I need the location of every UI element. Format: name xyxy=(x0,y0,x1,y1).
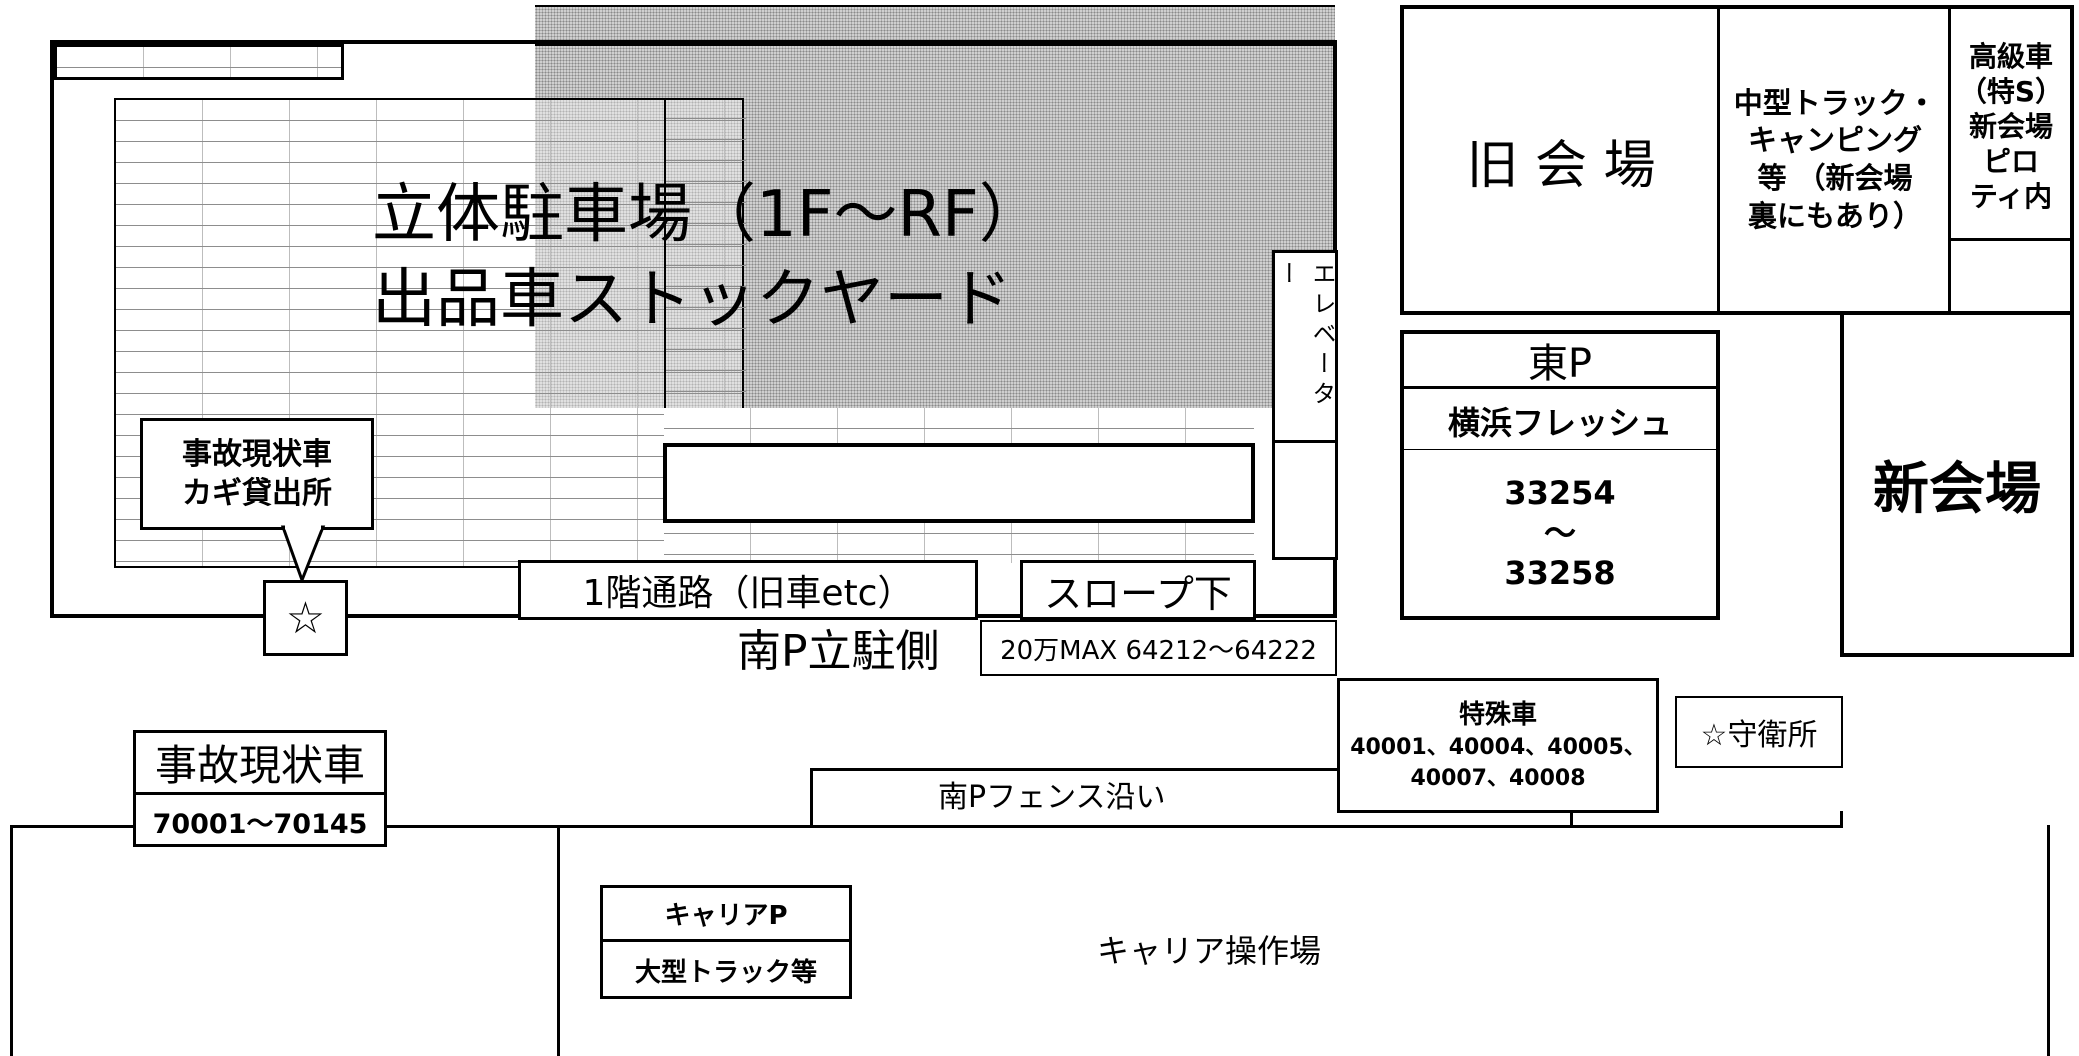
accident-cars-range: 70001～70145 xyxy=(152,808,368,840)
accident-key-office[interactable]: 事故現状車 カギ貸出所 xyxy=(140,418,374,530)
accident-key-office-marker[interactable]: ☆ xyxy=(263,580,348,656)
luxury-line2: （特S） xyxy=(1958,74,2064,108)
mid-truck-line4: 裏にもあり） xyxy=(1747,198,1922,233)
parking-stall-grid xyxy=(54,44,344,80)
fence-end xyxy=(1840,811,1843,828)
east-p-range-sep: ～ xyxy=(1543,513,1576,552)
fence-post xyxy=(1570,811,1573,828)
new-venue-label: 新会場 xyxy=(1873,456,2041,522)
luxury-line1: 高級車 xyxy=(1968,39,2053,73)
carrier-p[interactable]: キャリアP 大型トラック等 xyxy=(600,885,852,999)
east-p-area[interactable]: 東P 横浜フレッシュ 33254 ～ 33258 xyxy=(1400,330,1720,620)
accident-cars-title: 事故現状車 xyxy=(154,741,365,790)
south-p-parking-side-label: 南P立駐側 xyxy=(737,626,940,677)
accident-cars-header: 事故現状車 xyxy=(136,733,384,795)
divider xyxy=(1717,9,1720,311)
east-p-range: 33254 ～ 33258 xyxy=(1404,451,1716,616)
special-line2: 40007、40008 xyxy=(1410,765,1586,791)
carrier-operation-label: キャリア操作場 xyxy=(1097,932,1322,970)
old-venue-label: 旧 会 場 xyxy=(1466,135,1656,196)
parking-title-line2: 出品車ストックヤード xyxy=(372,263,1012,337)
parking-title-line1: 立体駐車場（1F～RF） xyxy=(372,178,1043,252)
divider xyxy=(1948,9,1951,311)
old-venue[interactable]: 旧 会 場 xyxy=(1404,9,1718,311)
guard-station[interactable]: ☆守衛所 xyxy=(1675,696,1843,768)
east-p-title: 東P xyxy=(1527,341,1593,387)
special-title: 特殊車 xyxy=(1458,699,1537,730)
east-p-subheader: 横浜フレッシュ xyxy=(1404,392,1716,450)
carrier-p-header: キャリアP xyxy=(603,888,849,942)
luxury-line3: 新会場 xyxy=(1968,109,2053,143)
carrier-p-subtitle: 大型トラック等 xyxy=(634,958,817,988)
star-icon: ☆ xyxy=(285,592,326,644)
guard-station-label: ☆守衛所 xyxy=(1700,718,1818,753)
east-p-range-start: 33254 xyxy=(1504,474,1616,513)
mid-truck-line3: 等 （新会場 xyxy=(1757,161,1913,195)
mid-truck-line1: 中型トラック・ xyxy=(1733,85,1937,120)
parking-inner-block xyxy=(663,443,1255,523)
luxury-line4: ピロ xyxy=(1982,144,2039,178)
upper-right-frame xyxy=(1400,5,2074,315)
new-venue[interactable]: 新会場 xyxy=(1840,311,2074,657)
mid-truck-camping-area[interactable]: 中型トラック・ キャンピング 等 （新会場 裏にもあり） xyxy=(1720,9,1950,311)
luxury-car-area[interactable]: 高級車 （特S） 新会場 ピロ ティ内 xyxy=(1951,15,2071,237)
accident-key-office-line2: カギ貸出所 xyxy=(182,476,332,511)
fence-line xyxy=(10,825,1843,828)
max-200k-zone[interactable]: 20万MAX 64212～64222 xyxy=(980,620,1337,676)
south-fence-zone[interactable]: 南Pフェンス沿い xyxy=(810,768,1340,826)
accident-key-office-line1: 事故現状車 xyxy=(182,437,332,472)
mid-truck-line2: キャンピング xyxy=(1747,123,1922,158)
east-p-subtitle: 横浜フレッシュ xyxy=(1447,403,1672,442)
callout-pointer xyxy=(280,524,326,584)
south-fence-label: 南Pフェンス沿い xyxy=(938,780,1166,815)
east-p-range-end: 33258 xyxy=(1504,554,1616,593)
first-floor-passage-label: 1階通路（旧車etc） xyxy=(582,573,914,614)
special-vehicles[interactable]: 特殊車 40001、40004、40005、 40007、40008 xyxy=(1337,678,1659,813)
carrier-p-title: キャリアP xyxy=(664,901,788,931)
accident-cars-body: 70001～70145 xyxy=(136,798,384,844)
divider xyxy=(1950,238,2070,241)
elevator[interactable]: エレベーター xyxy=(1272,250,1338,560)
luxury-line5: ティ内 xyxy=(1969,179,2053,213)
slope-under-label: スロープ下 xyxy=(1044,571,1232,616)
elevator-label-area: エレベーター xyxy=(1273,253,1336,443)
parking-divider xyxy=(535,43,1335,46)
special-line1: 40001、40004、40005、 xyxy=(1350,734,1646,760)
parking-top-edge xyxy=(535,5,1335,7)
slope-under[interactable]: スロープ下 xyxy=(1020,560,1256,620)
elevator-label: エレベーター xyxy=(1273,261,1336,411)
first-floor-passage[interactable]: 1階通路（旧車etc） xyxy=(518,560,978,620)
carrier-p-body: 大型トラック等 xyxy=(603,945,849,996)
east-p-header: 東P xyxy=(1404,334,1716,389)
accident-cars-area[interactable]: 事故現状車 70001～70145 xyxy=(133,730,387,847)
carrier-operation-lot xyxy=(560,825,2050,1056)
max-200k-label: 20万MAX 64212～64222 xyxy=(1000,635,1317,666)
lower-left-lot xyxy=(10,825,560,1056)
